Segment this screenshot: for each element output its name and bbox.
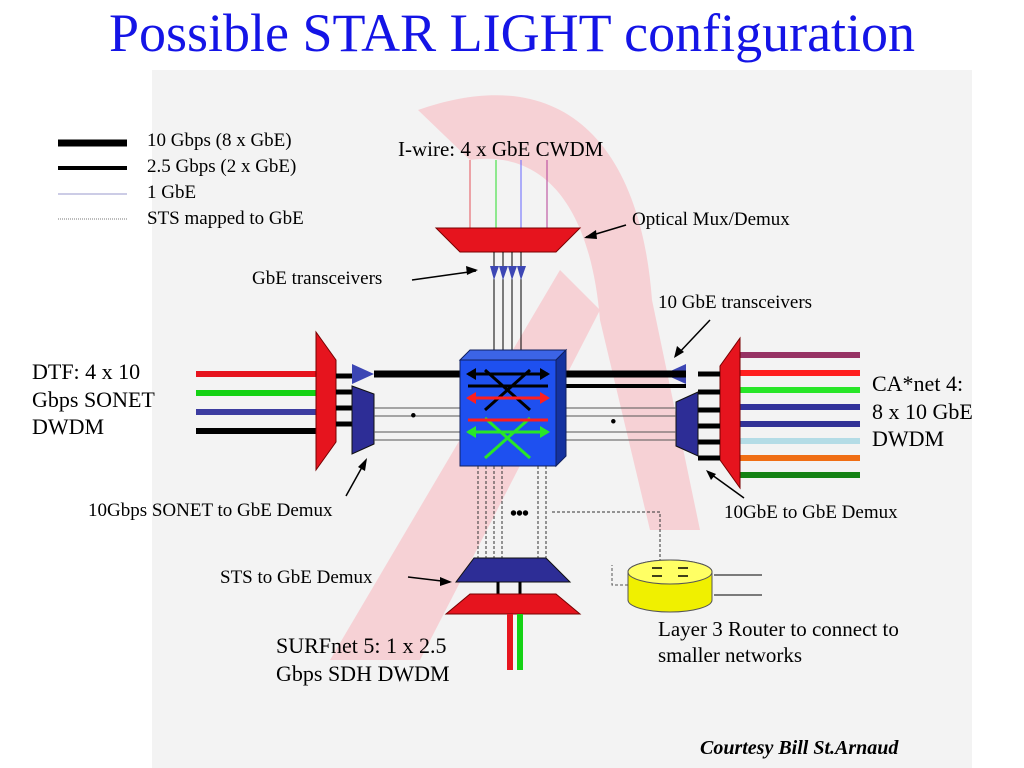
ellipsis-dots: ••• [510, 503, 529, 525]
tengbe-demux-lines [562, 407, 676, 441]
canet-label-line-1: CA*net 4: [872, 371, 964, 396]
surfnet-mux [444, 593, 582, 615]
sonet-dot: • [410, 406, 417, 427]
optical-mux-demux [434, 227, 582, 253]
ten-gbe-transceivers-label: 10 GbE transceivers [658, 292, 813, 313]
dtf-inner-lines [336, 373, 352, 427]
sts-dotted-lines [477, 466, 661, 560]
surfnet-label-line-1: SURFnet 5: 1 x 2.5 [276, 633, 447, 658]
sts-demux-label: STS to GbE Demux [220, 567, 373, 588]
gbe-transceiver-arrows [490, 266, 526, 280]
sonet-demux-lines [374, 407, 460, 441]
legend-label-sts: STS mapped to GbE [147, 208, 304, 229]
dtf-label-line-1: DTF: 4 x 10 [32, 359, 141, 384]
gbe-transceivers-label: GbE transceivers [252, 268, 383, 289]
dtf-transceiver-arrow [352, 364, 374, 384]
surfnet-label: SURFnet 5: 1 x 2.5 Gbps SDH DWDM [276, 632, 450, 687]
dtf-label-line-2: Gbps SONET [32, 386, 155, 412]
sts-gbe-demux [455, 557, 572, 583]
canet-mux [719, 336, 741, 490]
canet-inner-lines [698, 371, 720, 461]
iwire-fibers [469, 160, 548, 228]
router [627, 559, 713, 613]
legend-label-2-5gbps: 2.5 Gbps (2 x GbE) [147, 156, 297, 177]
sonet-gbe-demux [351, 385, 375, 455]
tengbe-demux-label: 10GbE to GbE Demux [724, 502, 898, 523]
canet-label: CA*net 4: 8 x 10 GbE DWDM [872, 370, 973, 453]
tengbe-dot: • [610, 412, 617, 433]
canet-label-line-2: 8 x 10 GbE [872, 398, 973, 424]
router-label: Layer 3 Router to connect to smaller net… [658, 616, 899, 669]
router-label-line-2: smaller networks [658, 643, 803, 668]
legend [58, 139, 127, 220]
router-label-line-1: Layer 3 Router to connect to [658, 617, 899, 641]
courtesy-credit: Courtesy Bill St.Arnaud [700, 737, 899, 759]
router-links [714, 574, 762, 596]
dtf-label-line-3: DWDM [32, 414, 105, 439]
optical-mux-label: Optical Mux/Demux [632, 209, 790, 230]
iwire-label: I-wire: 4 x GbE CWDM [398, 137, 604, 161]
dtf-fibers [196, 371, 316, 434]
page-title: Possible STAR LIGHT configuration [108, 3, 916, 63]
tengbe-gbe-demux [675, 391, 699, 457]
callout-arrowheads [358, 230, 716, 586]
surfnet-label-line-2: Gbps SDH DWDM [276, 660, 450, 686]
dtf-label: DTF: 4 x 10 Gbps SONET DWDM [32, 358, 155, 441]
central-switch [458, 348, 568, 468]
canet-fibers [740, 352, 860, 478]
canet-label-line-3: DWDM [872, 426, 945, 451]
legend-label-10gbps: 10 Gbps (8 x GbE) [147, 130, 292, 151]
legend-label-1gbe: 1 GbE [147, 182, 197, 203]
dtf-mux [315, 330, 337, 472]
sonet-demux-label: 10Gbps SONET to GbE Demux [88, 500, 333, 521]
